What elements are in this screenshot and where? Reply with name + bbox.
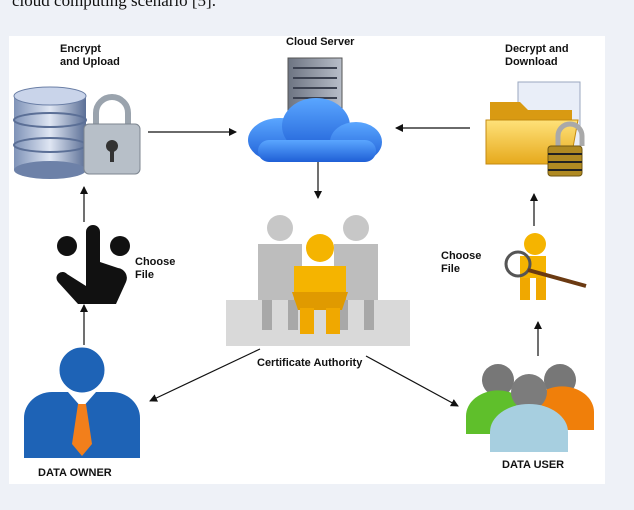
label-certificate-authority: Certificate Authority [257, 357, 363, 369]
search-magnifier-icon [504, 233, 587, 300]
data-user-group-avatar [466, 364, 594, 452]
label-data-owner: DATA OWNER [38, 467, 112, 479]
label-choose-file-left: Choose File [135, 256, 176, 281]
label-encrypt-upload: Encrypt and Upload [60, 43, 120, 68]
flow-arrows [80, 124, 542, 407]
arrow-ca-to-owner [149, 348, 261, 402]
hand-pointer-icon [56, 225, 130, 304]
database-lock-icon [13, 86, 141, 179]
label-data-user: DATA USER [502, 459, 565, 471]
data-owner-avatar [24, 344, 140, 458]
document-text-fragment: cloud computing scenario [5]. [12, 0, 216, 10]
arrow-ca-to-user [365, 355, 459, 407]
cloud-server-icon [248, 57, 382, 162]
label-decrypt-download: Decrypt and Download [505, 43, 569, 68]
folder-lock-icon [485, 81, 585, 177]
label-cloud-server: Cloud Server [286, 36, 355, 48]
certificate-authority-icon [226, 215, 410, 346]
label-choose-file-right: Choose File [441, 250, 482, 275]
